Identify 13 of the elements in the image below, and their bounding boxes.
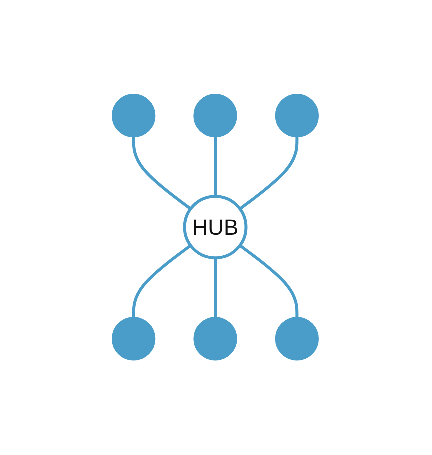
node-circle: HUB: [184, 195, 248, 260]
node-circle: [112, 94, 156, 138]
connector: [240, 136, 300, 210]
node-circle: [112, 317, 156, 361]
connector: [240, 244, 300, 318]
connector: [214, 136, 218, 197]
node-circle: [194, 317, 238, 361]
connector: [214, 258, 218, 318]
node-circle: [194, 94, 238, 138]
connector: [132, 136, 192, 210]
node-circle: [276, 94, 320, 138]
node-circle: [276, 317, 320, 361]
connector: [132, 244, 192, 318]
